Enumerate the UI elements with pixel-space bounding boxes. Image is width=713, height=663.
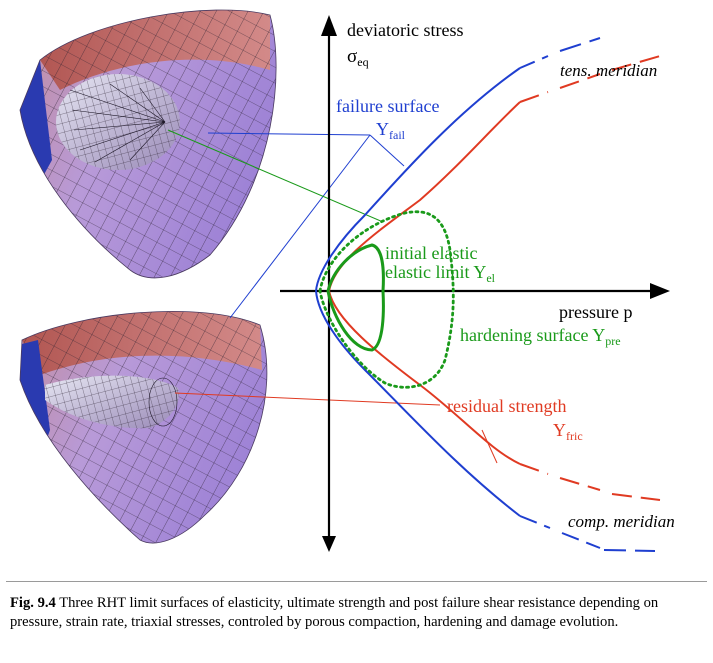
x-axis-label: pressure p [559,302,632,322]
failure-symbol-label: Yfail [376,119,406,142]
compression-meridian-label: comp. meridian [568,512,675,531]
residual-symbol-label: Yfric [553,420,583,443]
figure-caption: Fig. 9.4 Three RHT limit surfaces of ela… [10,594,703,632]
figure-diagram: deviatoric stress σeq pressure p tens. m… [19,9,675,552]
connector-lines [167,129,498,464]
y-axis-arrowhead [321,15,337,36]
failure-surface-curve [315,37,656,552]
y-axis-label: deviatoric stress [347,20,463,40]
caption-divider [6,581,707,582]
failure-surface-label: failure surface [336,96,439,116]
hardening-surface-curve [318,210,455,389]
y-axis-bottom-arrowhead [322,536,336,552]
initial-elastic-limit-curve [326,243,385,352]
y-axis-symbol: σeq [347,46,369,69]
bottom-3d-surface [19,310,268,544]
residual-strength-label: residual strength [447,396,566,416]
elastic-line2-label: elastic limit Yel [385,262,496,285]
tension-meridian-label: tens. meridian [560,61,657,80]
hardening-surface-label: hardening surface Ypre [460,325,621,348]
caption-text: Three RHT limit surfaces of elasticity, … [10,595,659,630]
caption-lead: Fig. 9.4 [10,595,56,611]
x-axis-arrowhead [650,283,670,299]
top-3d-surface [19,9,277,279]
elastic-line1-label: initial elastic [385,243,477,263]
